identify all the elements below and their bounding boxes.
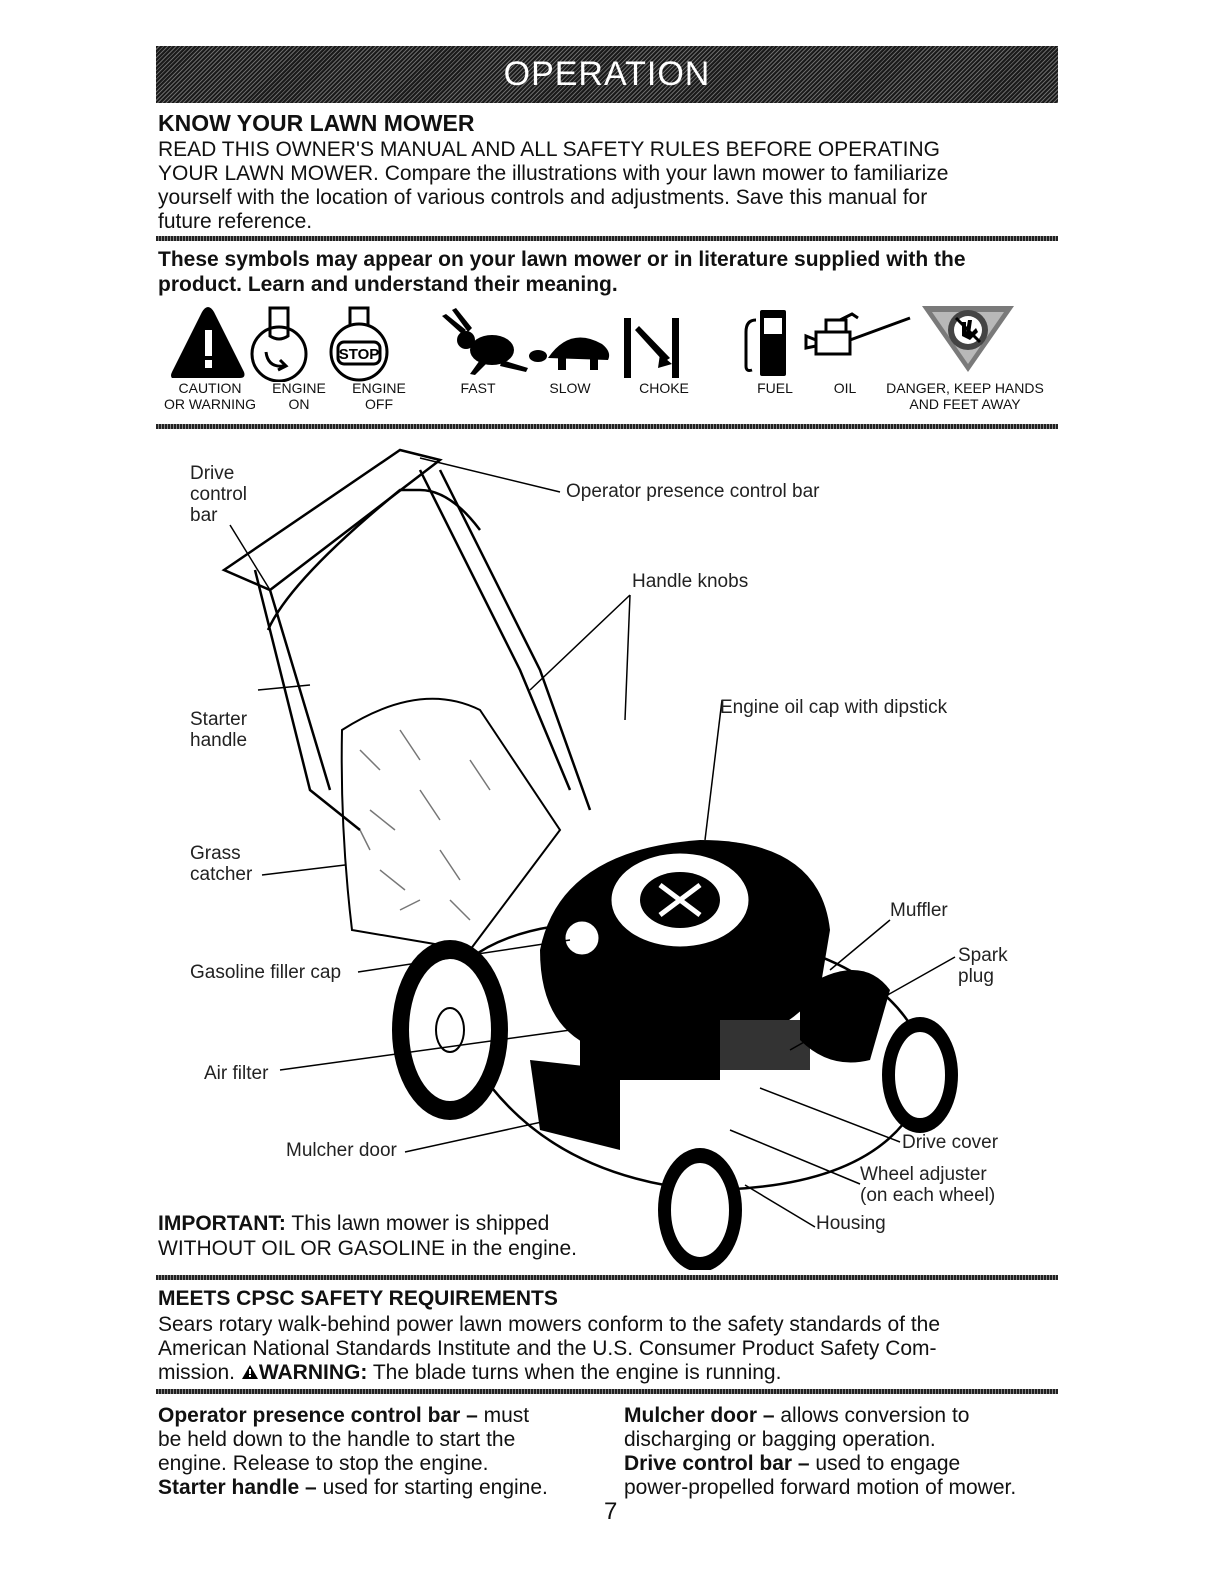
symbols-intro-1: These symbols may appear on your lawn mo… — [158, 248, 966, 271]
callout-housing: Housing — [816, 1213, 886, 1234]
warning-label: WARNING: — [258, 1361, 368, 1384]
divider — [156, 424, 1058, 429]
warning-icon — [241, 1365, 258, 1379]
divider — [156, 1389, 1058, 1394]
know-line-4: future reference. — [158, 210, 313, 233]
cpsc-heading: MEETS CPSC SAFETY REQUIREMENTS — [158, 1287, 558, 1310]
callout-wheel-adjuster: Wheel adjuster(on each wheel) — [860, 1164, 996, 1206]
cpsc-line-2: American National Standards Institute an… — [158, 1337, 937, 1360]
divider — [156, 236, 1058, 241]
symbol-label-slow: SLOW — [549, 380, 591, 396]
rabbit-icon — [442, 308, 528, 375]
callout-muffler: Muffler — [890, 900, 948, 921]
fuel-pump-icon — [744, 310, 786, 376]
def-operator-line-1: Operator presence control bar – must — [158, 1404, 530, 1427]
oil-can-icon — [804, 312, 911, 356]
engine-off-icon — [329, 306, 389, 382]
def-operator-line-3: engine. Release to stop the engine. — [158, 1452, 489, 1475]
grass-catcher-illustration — [340, 697, 562, 952]
rear-wheel-left-illustration — [392, 940, 508, 1120]
def-drive-line-2: power-propelled forward motion of mower. — [624, 1476, 1017, 1499]
symbol-label-choke: CHOKE — [639, 380, 689, 396]
symbol-label-oil: OIL — [833, 380, 857, 396]
def-starter-term: Starter handle – — [158, 1476, 317, 1499]
know-line-1: READ THIS OWNER'S MANUAL AND ALL SAFETY … — [158, 138, 940, 161]
callout-air-filter: Air filter — [204, 1063, 269, 1084]
engine-on-icon — [250, 306, 308, 382]
important-label: IMPORTANT: — [158, 1212, 286, 1235]
know-line-3: yourself with the location of various co… — [158, 186, 928, 209]
def-mulcher-line-1: Mulcher door – allows conversion to — [624, 1404, 970, 1427]
caution-icon — [171, 307, 245, 378]
front-wheel-right-illustration — [882, 1017, 958, 1133]
choke-icon — [624, 318, 679, 378]
engine-illustration — [540, 840, 830, 1080]
operation-banner: OPERATION — [156, 46, 1058, 103]
def-starter-line: Starter handle – used for starting engin… — [158, 1476, 548, 1499]
keep-hands-away-icon — [922, 306, 1014, 372]
symbol-label-fuel: FUEL — [757, 380, 793, 396]
callout-engine-oil-cap: Engine oil cap with dipstick — [720, 697, 948, 718]
callout-drive-cover: Drive cover — [902, 1132, 999, 1153]
symbol-icons: STOP — [171, 306, 1014, 382]
know-line-2: YOUR LAWN MOWER. Compare the illustratio… — [158, 162, 949, 185]
stop-text: STOP — [339, 346, 380, 363]
mulcher-door-illustration — [530, 1060, 620, 1150]
important-note-line-1: IMPORTANT: This lawn mower is shipped — [158, 1212, 550, 1235]
banner-title: OPERATION — [503, 55, 711, 93]
turtle-icon — [529, 337, 610, 370]
def-drive-term: Drive control bar – — [624, 1452, 810, 1475]
cpsc-line-3: mission. WARNING: The blade turns when t… — [158, 1361, 782, 1384]
symbol-label-fast: FAST — [460, 380, 496, 396]
know-heading: KNOW YOUR LAWN MOWER — [158, 110, 475, 136]
leader-lines — [229, 457, 956, 1228]
handle-illustration — [221, 448, 592, 831]
callout-gasoline-filler-cap: Gasoline filler cap — [190, 962, 342, 983]
def-mulcher-line-2: discharging or bagging operation. — [624, 1428, 936, 1451]
callout-handle-knobs: Handle knobs — [632, 571, 749, 592]
def-drive-line-1: Drive control bar – used to engage — [624, 1452, 961, 1475]
page-number: 7 — [604, 1498, 618, 1525]
divider — [156, 1275, 1058, 1280]
front-wheel-left-illustration — [658, 1148, 742, 1270]
callout-mulcher-door: Mulcher door — [286, 1140, 397, 1161]
def-mulcher-term: Mulcher door – — [624, 1404, 775, 1427]
symbols-intro-2: product. Learn and understand their mean… — [158, 273, 618, 296]
def-operator-line-2: be held down to the handle to start the — [158, 1428, 516, 1451]
cpsc-line-1: Sears rotary walk-behind power lawn mowe… — [158, 1313, 941, 1336]
important-note-line-2: WITHOUT OIL OR GASOLINE in the engine. — [158, 1237, 577, 1260]
mower-diagram — [221, 448, 958, 1270]
def-operator-term: Operator presence control bar – — [158, 1404, 478, 1427]
callout-operator-presence: Operator presence control bar — [566, 481, 820, 502]
drive-cover-illustration — [800, 970, 890, 1063]
